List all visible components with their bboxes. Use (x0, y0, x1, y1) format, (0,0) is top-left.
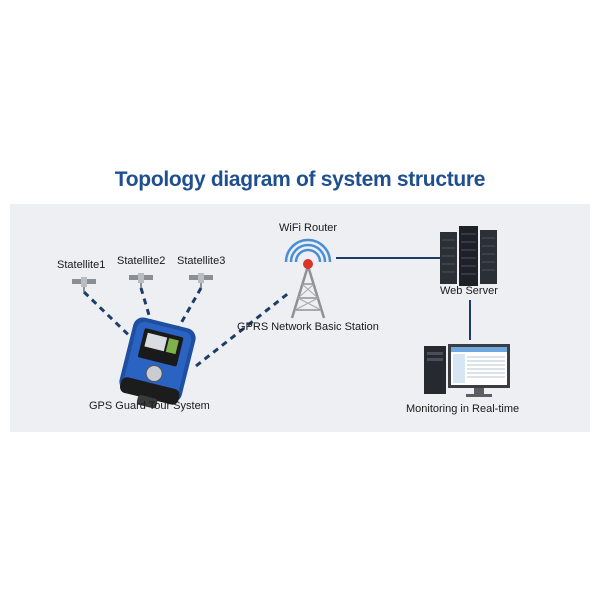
satellite-2-label: Statellite2 (117, 255, 166, 267)
gps-device-label: GPS Guard Tour System (89, 400, 210, 412)
wifi-signal-icon (284, 238, 332, 263)
gprs-station-label: GPRS Network Basic Station (237, 321, 379, 333)
wifi-router-label: WiFi Router (279, 222, 338, 234)
satellite-icon (189, 273, 213, 288)
satellite-icon (72, 277, 96, 292)
computer-icon (424, 344, 510, 397)
satellite-3-label: Statellite3 (177, 255, 226, 267)
link-sat3-device (174, 287, 203, 333)
satellite-1-label: Statellite1 (57, 259, 106, 271)
satellite-icon (129, 273, 153, 288)
tower-icon (290, 259, 326, 319)
web-server-label: Web Server (440, 285, 498, 297)
link-device-station (195, 290, 291, 368)
web-server-icon (440, 226, 497, 286)
link-sat1-device (82, 290, 142, 348)
monitoring-label: Monitoring in Real-time (406, 403, 520, 415)
gps-device-icon (119, 317, 196, 409)
diagram-title: Topology diagram of system structure (114, 168, 486, 191)
